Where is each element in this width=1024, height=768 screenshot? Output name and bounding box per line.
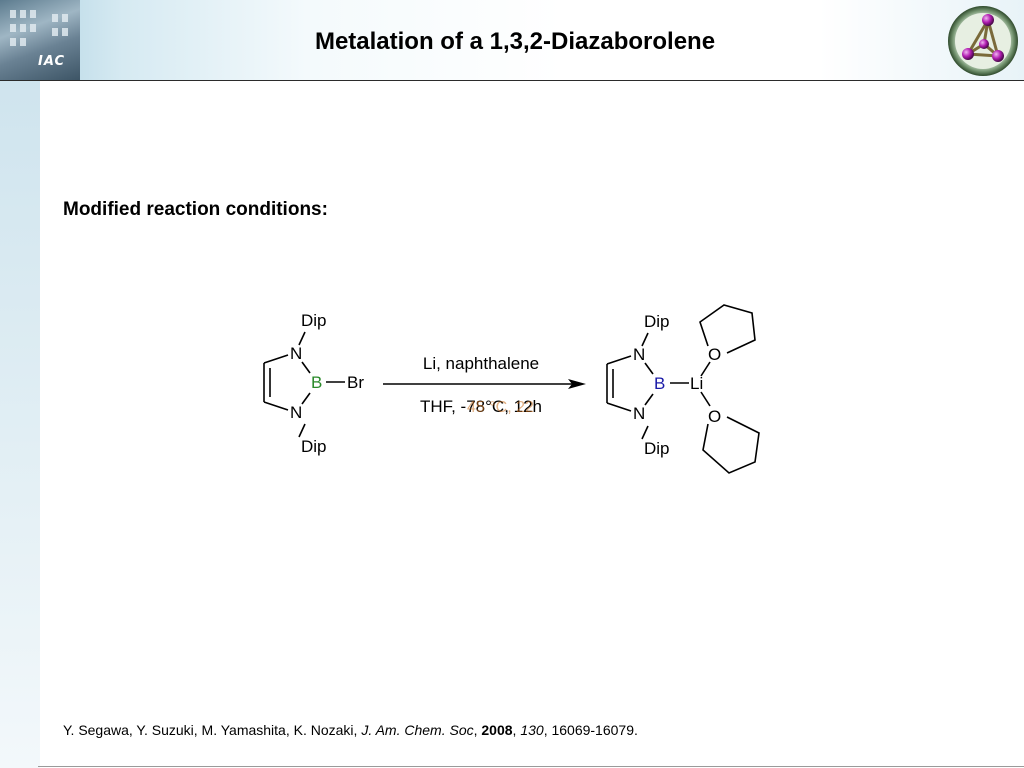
thf-oxygen-bottom: O — [708, 407, 721, 426]
condition-below-arrow: THF, -78°C, 12h — [420, 397, 542, 416]
iac-logo-text: IAC — [38, 54, 66, 69]
reactant-n-top: N — [290, 344, 302, 363]
product-dip-top: Dip — [644, 312, 670, 331]
product-boron: B — [654, 374, 665, 393]
citation-year: 2008 — [481, 722, 513, 738]
slide-header: IAC Metalation of a 1,3,2-Diazaborolene — [0, 0, 1024, 81]
reactant-dip-bottom: Dip — [301, 437, 327, 456]
iac-building-logo: IAC — [0, 0, 80, 80]
reaction-arrow-group: Li, naphthalene THF, -78°C, 12h 45 °C, 2… — [383, 354, 586, 416]
reactant-diazaborole: Dip N B Br N Dip — [263, 311, 364, 456]
product-lithium: Li — [690, 374, 703, 393]
footer-divider — [38, 766, 1024, 767]
slide-title: Metalation of a 1,3,2-Diazaborolene — [314, 28, 716, 55]
citation-sep-2: , — [512, 722, 521, 738]
tetrahedron-cluster-logo — [948, 6, 1018, 76]
citation-journal: J. Am. Chem. Soc — [361, 722, 474, 738]
reactant-n-bottom: N — [290, 403, 302, 422]
product-boryllithium: Dip N B Li N Dip O O — [606, 304, 760, 474]
product-n-top: N — [633, 345, 645, 364]
reactant-bromine: Br — [347, 373, 364, 392]
product-n-bottom: N — [633, 404, 645, 423]
section-subtitle: Modified reaction conditions: — [63, 199, 328, 220]
condition-overprint: 45 °C, 22 — [467, 399, 534, 416]
citation-authors: Y. Segawa, Y. Suzuki, M. Yamashita, K. N… — [63, 722, 362, 738]
left-decorative-strip — [0, 81, 40, 768]
citation-sep-1: , — [473, 722, 482, 738]
condition-above-arrow: Li, naphthalene — [423, 354, 539, 373]
literature-citation: Y. Segawa, Y. Suzuki, M. Yamashita, K. N… — [63, 722, 638, 738]
thf-oxygen-top: O — [708, 345, 721, 364]
reaction-scheme: Dip N B Br N Dip Li, naphthalene THF, -7… — [263, 304, 760, 474]
citation-pages: , 16069-16079. — [543, 722, 638, 738]
reactant-dip-top: Dip — [301, 311, 327, 330]
product-dip-bottom: Dip — [644, 439, 670, 458]
citation-volume: 130 — [520, 722, 544, 738]
reactant-boron: B — [311, 373, 322, 392]
